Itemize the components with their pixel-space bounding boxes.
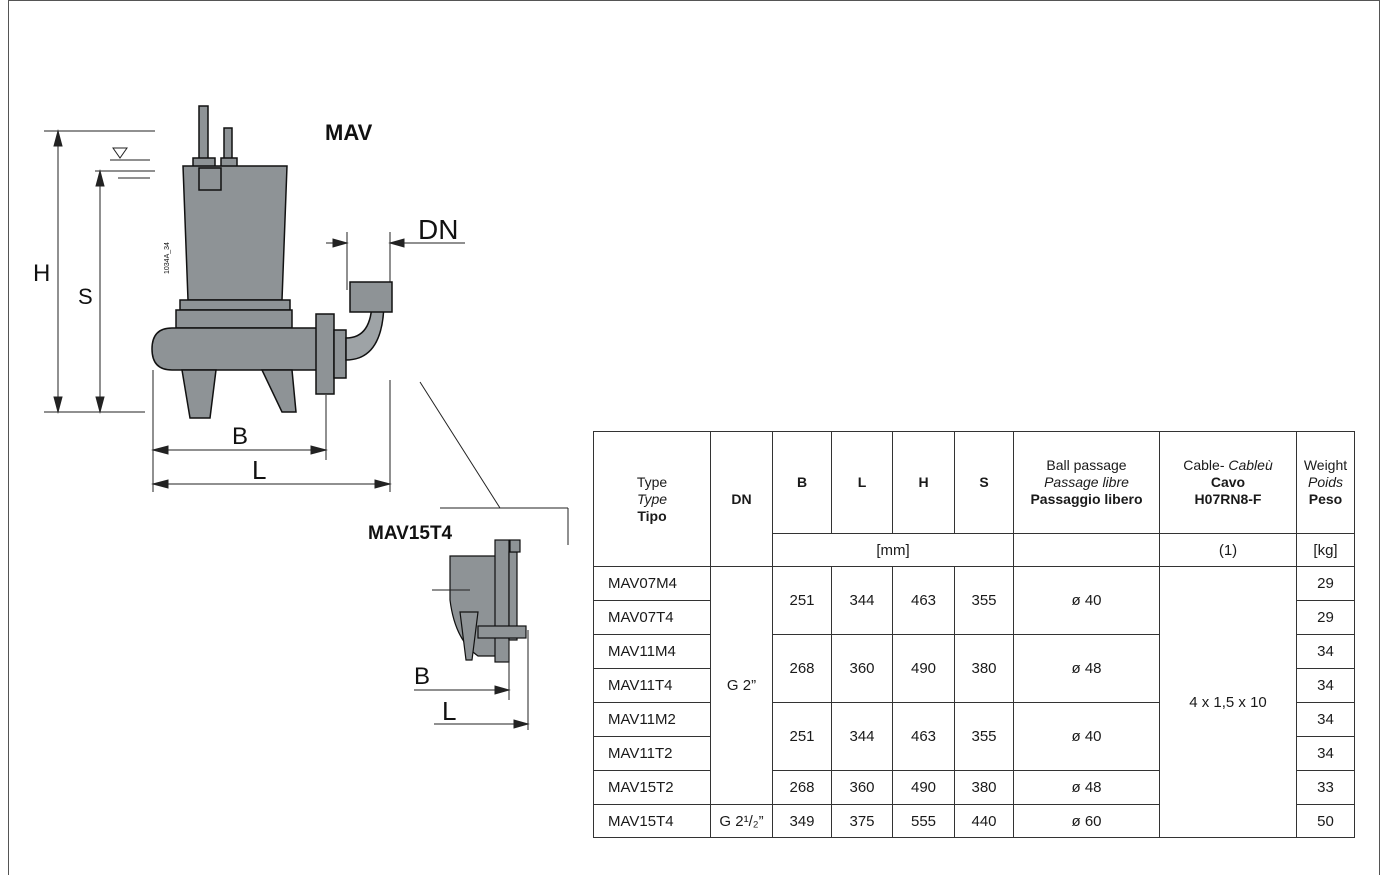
table-row: MAV11M4 268 360 490 380 ø 48 34: [593, 634, 1355, 703]
header-b-label: B: [796, 474, 808, 490]
table-row: MAV11T2 34: [593, 736, 1355, 771]
header-type-en: Type: [636, 473, 668, 490]
s-cell: 355: [954, 702, 1014, 771]
header-cable-spec: H07RN8-F: [1194, 491, 1262, 507]
frame-top-border: [8, 0, 1380, 1]
units-row: [mm] (1) [kg]: [594, 533, 1355, 567]
frame-left-border: [8, 0, 9, 875]
header-h: H: [892, 431, 955, 534]
header-cable-it: Cavo: [1210, 474, 1246, 490]
table-row: MAV11T4 34: [593, 668, 1355, 703]
type-cell: MAV07M4: [593, 566, 711, 601]
ball-cell: ø 60: [1013, 804, 1160, 838]
h-dimension-label: H: [33, 260, 51, 287]
b-dimension-label: B: [232, 423, 249, 450]
h-cell: 490: [892, 770, 955, 805]
unit-dimensions: [mm]: [772, 533, 1014, 567]
l-cell: 344: [831, 702, 893, 771]
h-cell: 490: [892, 634, 955, 703]
pump-technical-drawing: [44, 105, 569, 730]
type-cell: MAV11T2: [593, 736, 711, 771]
drawing-code: 1034A_34: [164, 242, 171, 274]
table-row: MAV15T2 268 360 490 380 ø 48 33: [593, 770, 1355, 805]
header-s: S: [954, 431, 1014, 534]
l-cell: 360: [831, 770, 893, 805]
ball-cell: ø 48: [1013, 634, 1160, 703]
header-weight-en: Weight: [1303, 457, 1348, 473]
header-b: B: [772, 431, 832, 534]
header-type-it: Tipo: [637, 507, 667, 524]
header-cable-fr: Cableù: [1228, 457, 1273, 473]
h-cell: 555: [892, 804, 955, 838]
model-label: MAV: [325, 120, 373, 145]
type-cell: MAV07T4: [593, 600, 711, 635]
header-dn-label: DN: [731, 490, 752, 507]
b-cell: 268: [772, 770, 832, 805]
ball-cell: ø 48: [1013, 770, 1160, 805]
b-cell: 349: [772, 804, 832, 838]
unit-weight: [kg]: [1296, 533, 1355, 567]
s-cell: 380: [954, 634, 1014, 703]
s-cell: 380: [954, 770, 1014, 805]
type-cell: MAV11T4: [593, 668, 711, 703]
header-l: L: [831, 431, 893, 534]
s-cell: 440: [954, 804, 1014, 838]
header-h-label: H: [918, 474, 929, 490]
type-cell: MAV11M2: [593, 702, 711, 737]
weight-cell: 29: [1296, 600, 1355, 635]
cable-cell: 4 x 1,5 x 10: [1159, 566, 1297, 838]
unit-ball-empty: [1013, 533, 1160, 567]
unit-cable: (1): [1159, 533, 1297, 567]
dn-cell: G 2”: [710, 566, 773, 805]
weight-cell: 34: [1296, 668, 1355, 703]
header-dn: DN: [710, 431, 773, 567]
table-row: MAV07M4 G 2” 251 344 463 355 ø 40 4 x 1,…: [593, 566, 1355, 838]
s-dimension-label: S: [78, 284, 93, 309]
l-cell: 375: [831, 804, 893, 838]
header-s-label: S: [979, 474, 989, 490]
weight-cell: 34: [1296, 702, 1355, 737]
weight-cell: 34: [1296, 634, 1355, 669]
ball-cell: ø 40: [1013, 702, 1160, 771]
type-cell: MAV15T4: [593, 804, 711, 838]
header-ball-en: Ball passage: [1046, 457, 1127, 473]
header-weight-it: Peso: [1308, 491, 1343, 507]
dn-dimension-label: DN: [418, 214, 459, 245]
weight-cell: 50: [1296, 804, 1355, 838]
header-cable-en: Cable-: [1183, 457, 1229, 473]
header-row: Type Type Tipo DN B L H S Ball passage P…: [593, 431, 1355, 567]
type-cell: MAV11M4: [593, 634, 711, 669]
l-dimension-label: L: [252, 455, 267, 485]
table-row: MAV07T4 29: [593, 600, 1355, 635]
b-cell: 268: [772, 634, 832, 703]
table-row: MAV15T4 G 2¹/₂” 349 375 555 440 ø 60 50: [593, 804, 1355, 838]
header-weight: Weight Poids Peso: [1296, 431, 1355, 534]
b-cell: 251: [772, 566, 832, 635]
type-cell: MAV15T2: [593, 770, 711, 805]
weight-cell: 29: [1296, 566, 1355, 601]
h-cell: 463: [892, 566, 955, 635]
ball-cell: ø 40: [1013, 566, 1160, 635]
b-cell: 251: [772, 702, 832, 771]
detail-b-dimension-label: B: [414, 663, 431, 690]
header-ball-fr: Passage libre: [1044, 474, 1129, 490]
header-cable: Cable- Cableù Cavo H07RN8-F: [1159, 431, 1297, 534]
s-cell: 355: [954, 566, 1014, 635]
header-type-fr: Type: [636, 490, 668, 507]
h-cell: 463: [892, 702, 955, 771]
header-ball-it: Passaggio libero: [1030, 491, 1143, 507]
l-cell: 360: [831, 634, 893, 703]
weight-cell: 34: [1296, 736, 1355, 771]
header-l-label: L: [857, 474, 867, 490]
detail-l-dimension-label: L: [442, 696, 457, 726]
specification-table: Type Type Tipo DN B L H S Ball passage P…: [593, 431, 1355, 838]
header-type: Type Type Tipo: [593, 431, 711, 567]
header-weight-fr: Poids: [1307, 474, 1344, 490]
l-cell: 344: [831, 566, 893, 635]
dn-cell: G 2¹/₂”: [710, 804, 773, 838]
weight-cell: 33: [1296, 770, 1355, 805]
detail-model-label: MAV15T4: [368, 523, 453, 544]
header-ball-passage: Ball passage Passage libre Passaggio lib…: [1013, 431, 1160, 534]
